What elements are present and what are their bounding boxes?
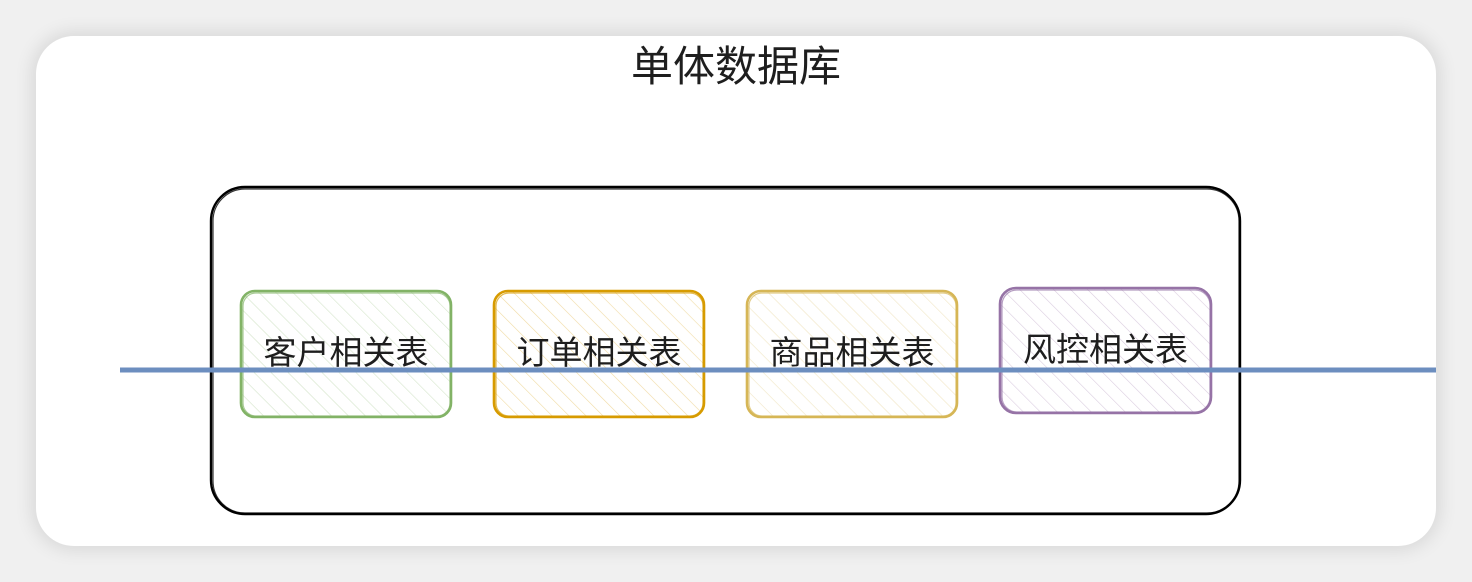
table-label-customer: 客户相关表 (263, 333, 429, 372)
table-box-product (745, 289, 959, 419)
table-label-risk: 风控相关表 (1023, 330, 1188, 369)
diagram-title: 单体数据库 (630, 42, 841, 91)
table-box-order (492, 289, 706, 419)
table-box-risk (998, 286, 1213, 415)
database-container (209, 185, 1242, 516)
table-box-customer (239, 289, 453, 419)
table-label-order: 订单相关表 (516, 333, 682, 372)
table-label-product: 商品相关表 (769, 333, 935, 372)
